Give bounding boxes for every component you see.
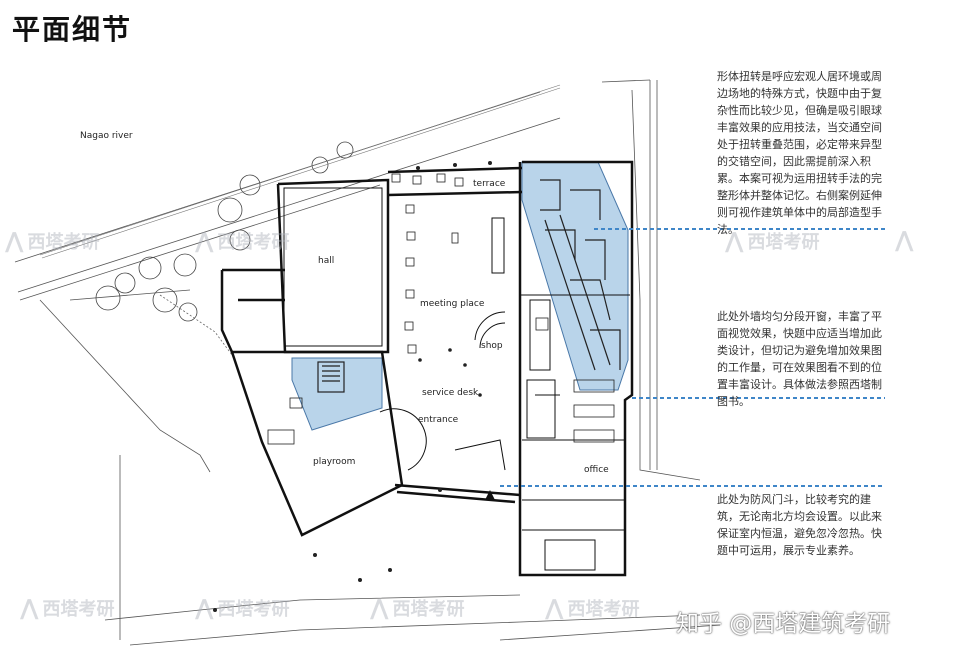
note-window-rhythm: 此处外墙均匀分段开窗，丰富了平面视觉效果，快题中应适当增加此类设计，但切记为避免… [717, 310, 882, 408]
label-shop: shop [481, 341, 503, 351]
credit-text: 知乎 @西塔建筑考研 [676, 611, 891, 637]
walls [220, 160, 634, 577]
label-entrance: entrance [418, 415, 459, 425]
trees [95, 141, 354, 322]
entrance-arrow [485, 490, 495, 500]
callout-lines [500, 228, 885, 487]
label-river: Nagao river [80, 131, 133, 141]
label-playroom: playroom [313, 457, 356, 467]
label-office: office [584, 465, 609, 475]
label-service-desk: service desk [422, 388, 479, 398]
site-lines [14, 79, 721, 646]
page-title: 平面细节 [12, 13, 133, 46]
note-twist-form: 形体扭转是呼应宏观人居环境或周边场地的特殊方式，快题中由于复杂性而比较少见，但确… [717, 70, 882, 236]
furniture [267, 173, 615, 445]
label-terrace: terrace [473, 179, 506, 189]
site-boundary-dotted [159, 294, 233, 356]
highlight-zones [291, 161, 629, 431]
columns [213, 161, 492, 612]
label-meeting-place: meeting place [420, 299, 485, 309]
note-wind-lobby: 此处为防风门斗，比较考究的建筑，无论南北方均会设置。以此来保证室内恒温，避免忽冷… [717, 493, 882, 557]
label-hall: hall [318, 256, 335, 266]
